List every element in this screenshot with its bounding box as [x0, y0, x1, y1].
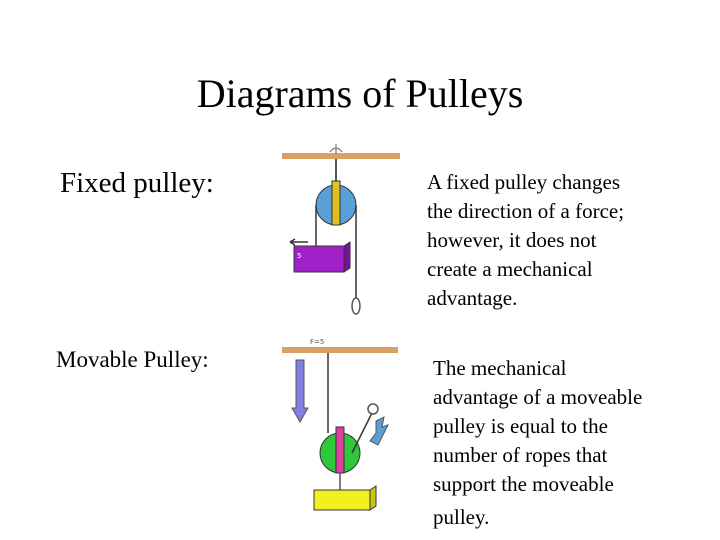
- pull-ring-icon: [367, 403, 379, 415]
- movable-description-line: The mechanical: [433, 356, 567, 380]
- movable-pulley-illustration: F=5: [282, 338, 398, 511]
- movable-pulley-label: Movable Pulley:: [56, 347, 209, 372]
- beam-mark: F=5: [310, 338, 324, 346]
- fixed-pulley-label: Fixed pulley:: [60, 167, 214, 199]
- movable-description-line: number of ropes that: [433, 443, 608, 467]
- fixed-description-line: advantage.: [427, 286, 518, 310]
- movable-description-line: advantage of a moveable: [433, 385, 643, 409]
- fixed-pulley-description: A fixed pulley changes the direction of …: [427, 168, 624, 313]
- pulley-axle: [331, 180, 341, 226]
- fixed-description-line: the direction of a force;: [427, 199, 625, 223]
- force-arrow-icon: [289, 238, 308, 246]
- load-mark: 5: [297, 252, 301, 260]
- ceiling-hook-icon: [329, 144, 343, 154]
- hand-icon: [369, 416, 389, 446]
- movable-load-block: [313, 489, 371, 511]
- fixed-description-line: however, it does not: [427, 228, 597, 252]
- slide-title: Diagrams of Pulleys: [196, 71, 524, 116]
- fixed-description-line: create a mechanical: [427, 257, 593, 281]
- load-block-side: [369, 485, 377, 511]
- load-block-side: [343, 241, 351, 273]
- pull-ring-icon: [351, 297, 361, 315]
- fixed-description-line: A fixed pulley changes: [427, 170, 621, 194]
- ceiling-beam: [282, 347, 398, 353]
- fixed-load-block: [293, 245, 345, 273]
- fixed-pulley-illustration: 5: [282, 144, 400, 315]
- ceiling-beam: [282, 153, 400, 159]
- movable-pulley-description: The mechanical advantage of a moveable p…: [433, 354, 642, 535]
- movable-description-line: pulley.: [433, 505, 490, 529]
- movable-description-line: support the moveable: [433, 472, 614, 496]
- pulley-axle: [335, 426, 345, 474]
- movable-description-line: pulley is equal to the: [433, 414, 608, 438]
- pull-rope: [351, 412, 373, 454]
- down-arrow-icon: [291, 359, 309, 424]
